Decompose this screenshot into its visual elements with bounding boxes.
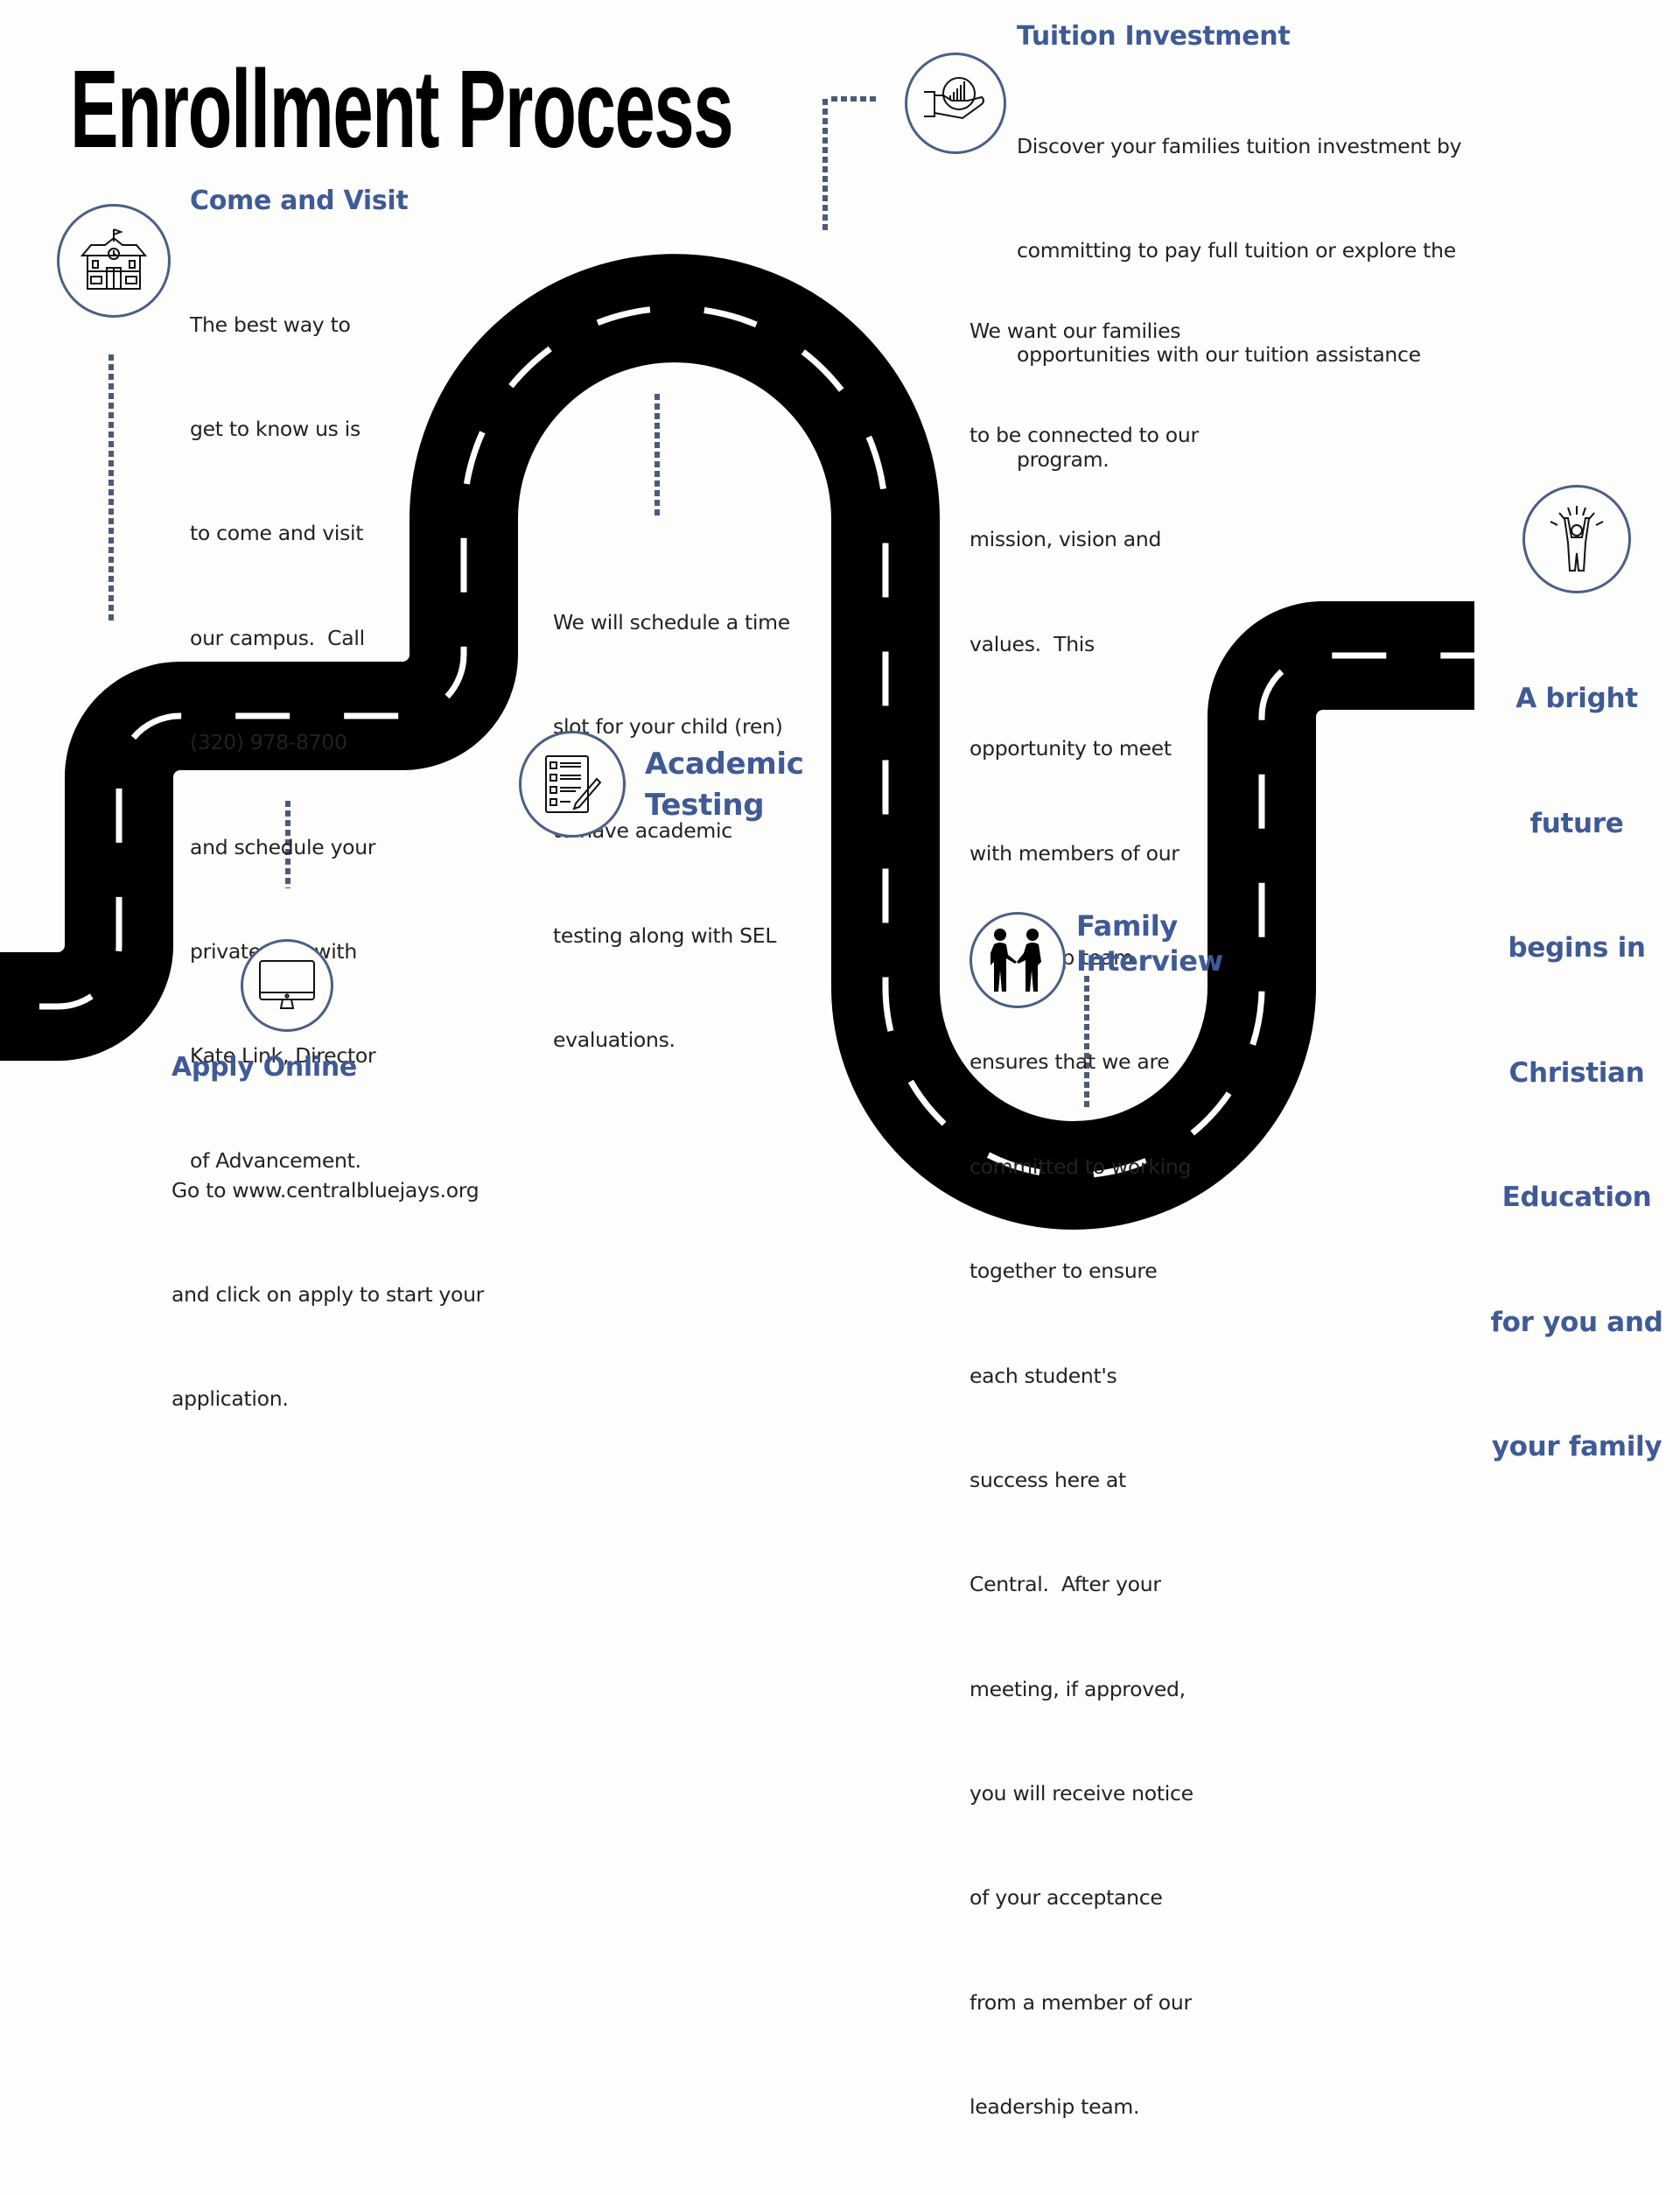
step-description: The best way to get to know us is to com… (190, 238, 376, 1248)
finish-line: Christian (1508, 1056, 1645, 1089)
text-line: evaluations. (553, 1027, 676, 1053)
text-line: leadership team. (970, 2094, 1140, 2120)
text-line: mission, vision and (970, 527, 1162, 552)
text-line: We want our families (970, 318, 1181, 343)
step-icon-circle (905, 53, 1006, 154)
text-line: to be connected to our (970, 422, 1199, 447)
text-line: and schedule your (190, 834, 376, 859)
winding-road (0, 254, 1474, 1230)
text-line: success here at (970, 1467, 1126, 1492)
dotted-connector-family (1084, 976, 1089, 1107)
text-line: Kate Link, Director (190, 1043, 376, 1069)
celebrating-person-icon (1550, 506, 1604, 572)
text-line: committing to pay full tuition or explor… (1017, 237, 1456, 263)
handshake-people-icon (990, 929, 1041, 992)
finish-icon-circle (1522, 485, 1631, 593)
hand-holding-chart-icon (924, 77, 984, 120)
text-line: of Advancement. (190, 1147, 361, 1173)
school-building-icon (80, 228, 148, 290)
dotted-connector-apply (285, 801, 290, 888)
step-icon-circle (970, 912, 1066, 1008)
page-title: Enrollment Process (70, 47, 734, 171)
step-heading: Come and Visit (190, 186, 409, 216)
text-line: program. (1017, 446, 1110, 472)
dotted-connector-visit (108, 354, 114, 621)
heading-line: Testing (645, 788, 765, 823)
desktop-computer-icon (259, 960, 315, 1009)
step-heading: Academic Testing (645, 744, 804, 826)
road-center-dashes (0, 305, 1474, 1179)
text-line: testing along with SEL (553, 922, 777, 948)
text-line: ensures that we are (970, 1049, 1170, 1075)
text-line: Discover your families tuition investmen… (1017, 133, 1462, 158)
text-line: our campus. Call (190, 625, 365, 650)
text-line: Central. After your (970, 1572, 1161, 1597)
finish-line: your family (1491, 1431, 1662, 1462)
text-line: The best way to (190, 312, 351, 337)
step-heading: Tuition Investment (1017, 21, 1291, 52)
checklist-pencil-icon (545, 755, 602, 813)
website-link[interactable]: Go to www.centralbluejays.org (172, 1177, 480, 1203)
text-line: and click on apply to start your (172, 1281, 485, 1307)
text-line: you will receive notice (970, 1781, 1194, 1806)
text-line: to come and visit (190, 521, 364, 546)
text-line: meeting, if approved, (970, 1676, 1186, 1701)
step-icon-circle (519, 731, 626, 838)
step-heading: Apply Online (172, 1052, 357, 1083)
finish-line: Education (1502, 1182, 1652, 1213)
text-line: of your acceptance (970, 1885, 1163, 1911)
finish-line: begins in (1508, 932, 1646, 964)
text-line: values. This (970, 631, 1095, 656)
finish-line: for you and (1490, 1306, 1663, 1338)
text-line: each student's (970, 1363, 1117, 1388)
text-line: opportunities with our tuition assistanc… (1017, 342, 1421, 368)
finish-message: A bright future begins in Christian Educ… (1488, 595, 1666, 1552)
text-line: committed to working (970, 1154, 1192, 1179)
text-line: together to ensure (970, 1259, 1158, 1284)
text-line: opportunity to meet (970, 736, 1172, 761)
dotted-connector-academic (654, 394, 660, 516)
phone-number[interactable]: (320) 978-8700 (190, 730, 347, 755)
step-description: We want our families to be connected to … (970, 244, 1199, 2195)
step-icon-circle (57, 204, 171, 318)
heading-line: Interview (1076, 944, 1223, 978)
text-line: We will schedule a time (553, 609, 790, 635)
heading-line: Family (1076, 909, 1178, 943)
step-icon-circle (241, 939, 333, 1032)
text-line: application. (172, 1386, 289, 1412)
step-heading: Family Interview (1076, 908, 1223, 978)
text-line: with members of our (970, 840, 1180, 866)
text-line: from a member of our (970, 1989, 1192, 2015)
dotted-connector-tuition (822, 99, 828, 233)
finish-line: future (1530, 807, 1624, 839)
dotted-connector-tuition-h (831, 96, 877, 102)
step-description: Go to www.centralbluejays.org and click … (172, 1104, 484, 1487)
text-line: get to know us is (190, 416, 360, 441)
step-description: Discover your families tuition investmen… (1017, 60, 1462, 547)
heading-line: Academic (645, 747, 804, 782)
finish-line: A bright (1516, 683, 1638, 714)
